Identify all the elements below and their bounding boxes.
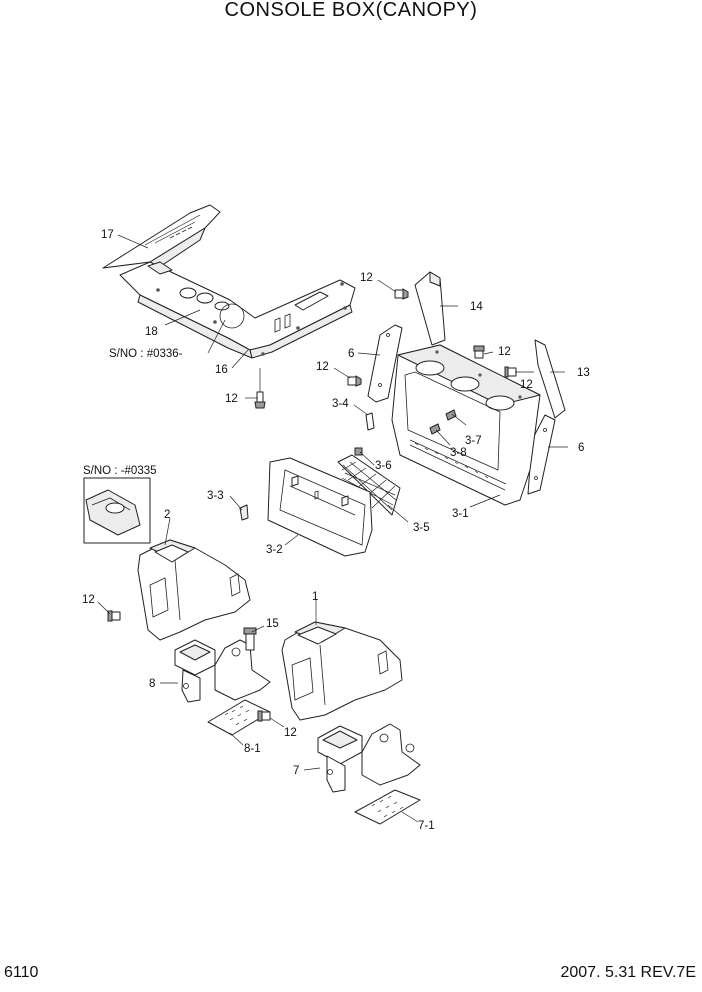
screw-3-7 xyxy=(445,409,457,421)
bolt-12-housing-2 xyxy=(107,610,121,622)
callout-8: 8 xyxy=(149,678,155,690)
callout-16: 16 xyxy=(215,364,228,376)
page-title: CONSOLE BOX(CANOPY) xyxy=(224,0,478,21)
callout-3-8: 3-8 xyxy=(450,447,467,459)
console-cover-16 xyxy=(119,261,356,359)
callout-6-a: 6 xyxy=(348,348,354,360)
door-panel-3-2 xyxy=(267,457,373,557)
bracket-8 xyxy=(174,639,271,703)
callout-12-c: 12 xyxy=(316,361,329,373)
callout-12-b: 12 xyxy=(360,272,373,284)
callout-3-4: 3-4 xyxy=(332,398,349,410)
screw-3-6 xyxy=(354,447,363,456)
clip-3-4 xyxy=(365,412,375,431)
mesh-filter-3-5 xyxy=(337,454,401,516)
page-number: 6110 xyxy=(4,964,39,981)
serial-note-0335: S/NO : -#0335 xyxy=(83,465,157,477)
plate-7-1 xyxy=(354,789,421,825)
callout-13: 13 xyxy=(577,367,590,379)
bracket-14 xyxy=(414,271,446,346)
revision-date: 2007. 5.31 REV.7E xyxy=(560,964,696,981)
bolt-12-bracket-14 xyxy=(394,288,409,300)
callout-8-1: 8-1 xyxy=(244,743,261,755)
callout-3-6: 3-6 xyxy=(375,460,392,472)
callout-3-2: 3-2 xyxy=(266,544,283,556)
callout-3-5: 3-5 xyxy=(413,522,430,534)
callout-labels: 17 18 S/NO : #0336- 16 12 12 14 6 12 12 … xyxy=(82,229,590,832)
leader-lines xyxy=(97,234,568,823)
callout-2: 2 xyxy=(164,509,170,521)
callout-6-b: 6 xyxy=(578,442,584,454)
top-cover-17 xyxy=(102,204,221,271)
inset-box xyxy=(83,477,151,544)
bolt-15 xyxy=(243,627,257,651)
bolt-12-box-left xyxy=(347,375,362,387)
callout-15: 15 xyxy=(266,618,279,630)
bracket-6-left xyxy=(367,324,403,403)
housing-1 xyxy=(281,621,403,721)
callout-12-g: 12 xyxy=(284,727,297,739)
callout-12-f: 12 xyxy=(82,594,95,606)
bolt-12-top-left xyxy=(254,368,266,409)
callout-3-1: 3-1 xyxy=(452,508,469,520)
callout-18: 18 xyxy=(145,326,158,338)
callout-12-d: 12 xyxy=(498,346,511,358)
callout-17: 17 xyxy=(101,229,114,241)
callout-7-1: 7-1 xyxy=(418,820,435,832)
callout-1: 1 xyxy=(312,591,318,603)
bracket-7 xyxy=(317,723,421,793)
callout-14: 14 xyxy=(470,301,483,313)
screw-3-8 xyxy=(429,423,441,435)
callout-12-e: 12 xyxy=(520,379,533,391)
callout-12-a: 12 xyxy=(225,393,238,405)
bolt-12-plate-8 xyxy=(257,710,271,722)
bolt-12-box-top xyxy=(473,345,485,359)
callout-3-3: 3-3 xyxy=(207,490,224,502)
serial-note-0336: S/NO : #0336- xyxy=(109,348,183,360)
housing-2 xyxy=(137,539,251,641)
bolt-12-box-right xyxy=(504,366,517,378)
callout-3-7: 3-7 xyxy=(465,435,482,447)
latch-3-3 xyxy=(239,504,249,521)
bracket-13 xyxy=(534,339,566,419)
callout-7: 7 xyxy=(293,765,299,777)
